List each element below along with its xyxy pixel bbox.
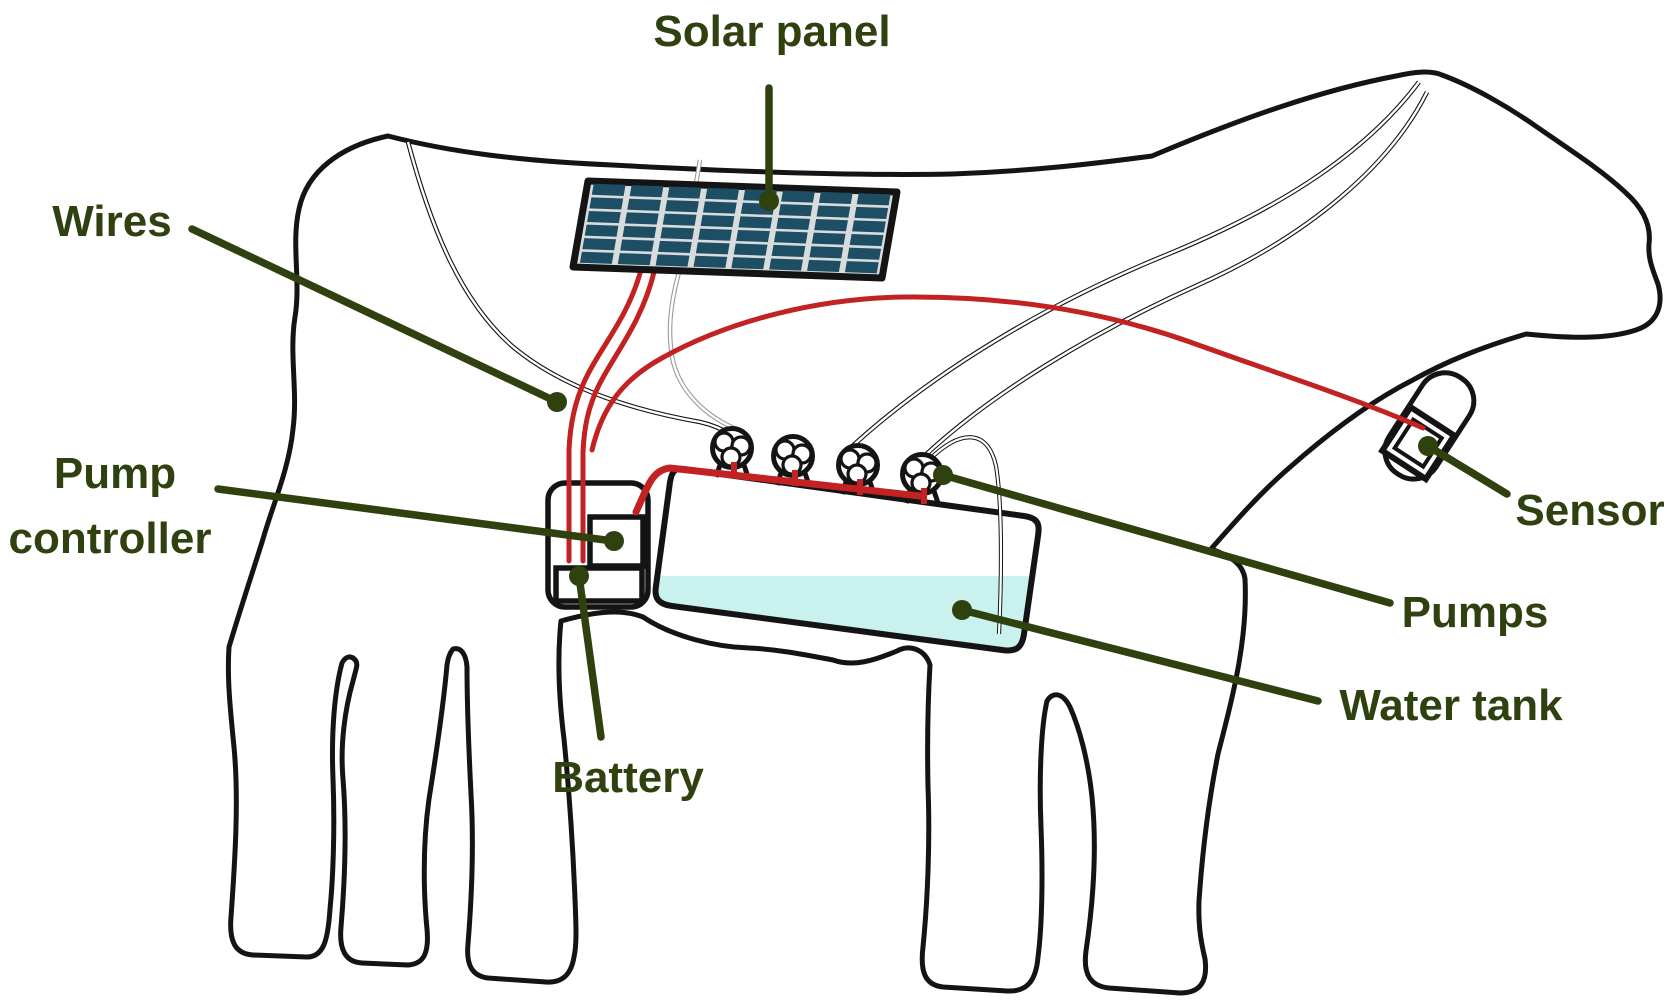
solar-cell: [852, 220, 886, 233]
leader-pump-controller: [214, 485, 617, 545]
solar-cell: [814, 219, 848, 232]
wire-pump-stubs: [731, 462, 927, 504]
solar-cell: [702, 201, 737, 214]
label-pumps: Pumps: [1402, 588, 1549, 637]
solar-cell: [582, 238, 617, 251]
label-water-tank: Water tank: [1339, 681, 1563, 730]
solar-cell: [693, 255, 728, 268]
solar-cell: [622, 225, 657, 239]
solar-cell: [778, 204, 813, 217]
tank-outline: [652, 465, 1042, 654]
battery-box: [553, 565, 645, 604]
solar-cell: [665, 200, 699, 213]
solar-cell: [731, 257, 766, 270]
solar-cell: [847, 247, 882, 260]
solar-cell: [658, 240, 692, 253]
solar-cell: [773, 231, 808, 244]
leader-water-tank: [958, 606, 1322, 705]
solar-cell: [591, 183, 626, 196]
leader-wires: [188, 225, 561, 406]
solar-cell: [579, 251, 614, 264]
solar-cell: [620, 239, 654, 252]
solar-cell: [617, 253, 652, 266]
wire-tank-bus: [632, 464, 924, 516]
solar-cell: [818, 191, 853, 205]
solar-cell: [587, 210, 621, 224]
label-wires: Wires: [52, 197, 171, 246]
solar-cell: [856, 193, 891, 206]
leader-sensor: [1424, 442, 1511, 498]
label-battery: Battery: [552, 753, 704, 802]
solar-cell: [662, 213, 697, 226]
label-sensor: Sensor: [1515, 486, 1664, 535]
pump: [710, 426, 754, 478]
solar-cell: [816, 205, 851, 218]
solar-cell: [584, 224, 619, 237]
leader-battery: [575, 572, 605, 741]
solar-cell: [695, 242, 730, 255]
controller-unit: [545, 480, 651, 610]
solar-cell: [733, 243, 768, 256]
solar-cell: [844, 261, 879, 274]
wire-panel-b: [580, 269, 657, 564]
wire-to-sensor: [589, 294, 1426, 453]
solar-cell: [660, 227, 695, 240]
solar-cell: [736, 229, 770, 243]
solar-cell: [854, 206, 889, 219]
solar-cell: [655, 254, 690, 267]
label-pump-controller-line1: Pump: [54, 449, 176, 498]
solar-cell: [700, 215, 735, 228]
label-solar-panel: Solar panel: [653, 7, 890, 56]
solar-cell: [629, 185, 664, 198]
solar-cell: [811, 232, 846, 245]
solar-cell: [781, 190, 815, 203]
solar-cell: [738, 216, 773, 229]
label-pump-controller-line2: controller: [9, 514, 212, 563]
solar-cell: [667, 186, 702, 199]
solar-panel: [569, 177, 901, 282]
solar-cell: [769, 258, 803, 271]
solar-panel-cells: [579, 183, 891, 274]
solar-cell: [698, 228, 733, 241]
solar-cell: [627, 198, 662, 211]
solar-cell: [705, 187, 740, 200]
wiring: [566, 267, 927, 564]
solar-cell: [776, 217, 811, 230]
sensor-tag: [1378, 370, 1477, 484]
solar-cell: [771, 244, 806, 258]
leader-pumps: [939, 471, 1394, 607]
solar-cell: [807, 259, 841, 272]
leader-lines: [188, 84, 1511, 741]
solar-cell: [809, 246, 844, 259]
solar-cell: [589, 197, 624, 210]
wire-panel-a: [566, 267, 644, 564]
labels: Solar panel Wires Pump controller Batter…: [9, 7, 1665, 802]
solar-cell: [624, 212, 659, 225]
water-tubes: [405, 80, 1430, 470]
solar-cell: [849, 233, 884, 247]
